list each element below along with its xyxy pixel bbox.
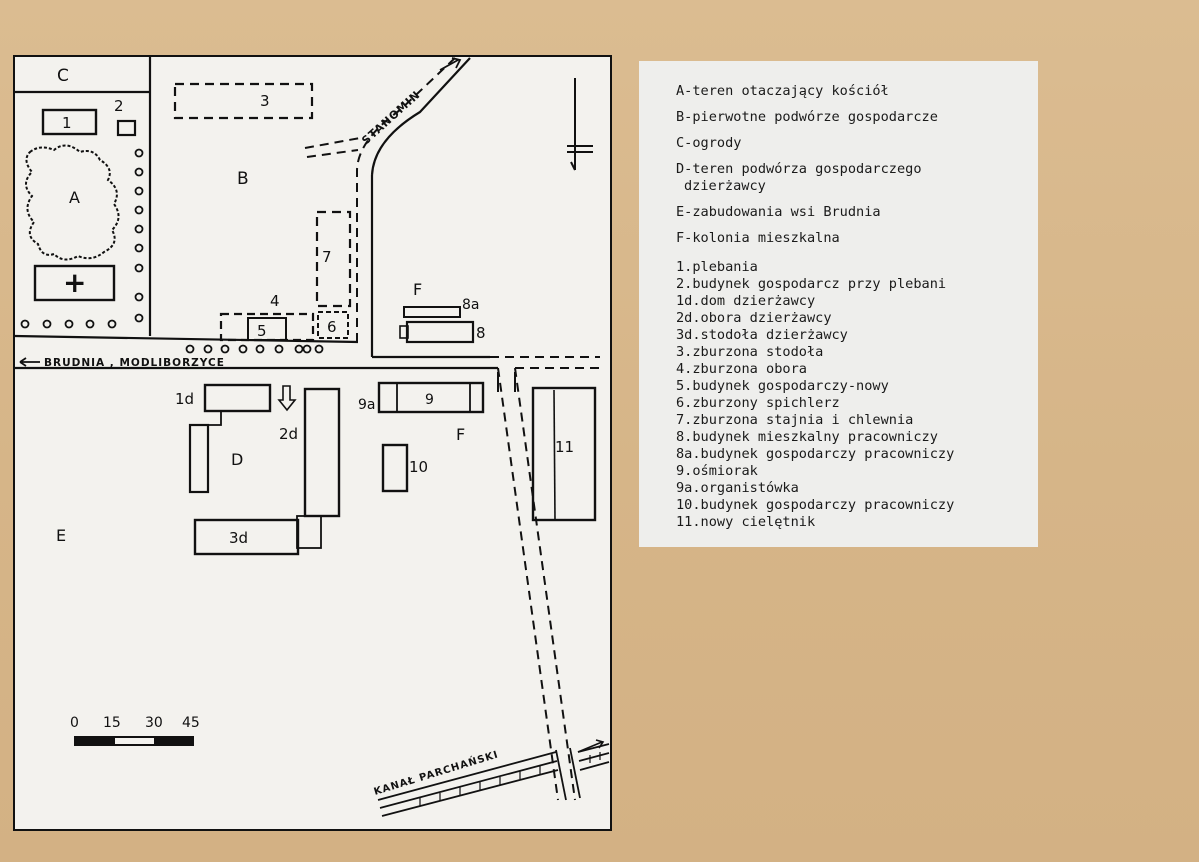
road-south-west-edge xyxy=(497,367,559,801)
brudnia-arrow-icon xyxy=(19,357,40,367)
entrance-arrow xyxy=(277,385,297,412)
legend-category-f: F-kolonia mieszkalna xyxy=(676,230,840,246)
building-11 xyxy=(531,386,597,522)
scale-label-45: 45 xyxy=(182,715,200,731)
legend-category-d: D-teren podwórza gospodarczego xyxy=(676,161,922,177)
church-building xyxy=(33,264,116,302)
building-9 xyxy=(377,381,485,414)
building-3d-label: 3d xyxy=(229,529,248,547)
north-arrow-icon xyxy=(567,78,593,171)
building-7 xyxy=(315,210,352,308)
zone-b-label: B xyxy=(237,169,249,189)
legend-category-d-cont: dzierżawcy xyxy=(684,178,766,194)
map-paper xyxy=(13,55,612,831)
legend-item-8: 8.budynek mieszkalny pracowniczy xyxy=(676,429,938,445)
building-2-label: 2 xyxy=(114,97,124,115)
canal-parchanski xyxy=(377,743,610,817)
legend-item-1: 1.plebania xyxy=(676,259,758,275)
road-brudnia-label: BRUDNIA , MODLIBORZYCE xyxy=(44,357,225,369)
legend-item-3d: 3d.stodoła dzierżawcy xyxy=(676,327,848,343)
legend-item-6: 6.zburzony spichlerz xyxy=(676,395,840,411)
stanomin-arrow-icon xyxy=(439,57,462,71)
plot-boundary xyxy=(497,372,516,392)
legend-item-4: 4.zburzona obora xyxy=(676,361,807,377)
scale-label-30: 30 xyxy=(145,715,163,731)
building-6 xyxy=(317,311,349,339)
legend-item-2: 2.budynek gospodarcz przy plebani xyxy=(676,276,947,292)
legend-category-e: E-zabudowania wsi Brudnia xyxy=(676,204,881,220)
zone-d-label: D xyxy=(231,450,243,469)
building-8a-label: 8a xyxy=(462,297,480,313)
legend-item-5: 5.budynek gospodarczy-nowy xyxy=(676,378,889,394)
building-1d-link xyxy=(208,411,222,426)
legend-category-b: B-pierwotne podwórze gospodarcze xyxy=(676,109,938,125)
zone-f-bottom-label: F xyxy=(456,425,465,444)
building-8-annex xyxy=(399,325,409,339)
road-branch-west xyxy=(304,137,361,149)
building-9-label: 9 xyxy=(425,392,434,408)
road-stanomin-curve xyxy=(370,57,471,176)
building-1-label: 1 xyxy=(62,114,72,132)
building-3d-annex xyxy=(296,515,322,549)
tree-row-bottom xyxy=(20,319,117,329)
building-5-label: 5 xyxy=(257,322,267,340)
scale-bar xyxy=(74,736,194,746)
building-8-label: 8 xyxy=(476,324,486,342)
tree-row-vertical xyxy=(134,148,144,323)
scale-label-15: 15 xyxy=(103,715,121,731)
legend-panel: A-teren otaczający kościół B-pierwotne p… xyxy=(639,61,1038,547)
legend-item-11: 11.nowy cielętnik xyxy=(676,514,816,530)
legend-item-7: 7.zburzona stajnia i chlewnia xyxy=(676,412,914,428)
building-4-label: 4 xyxy=(270,292,280,310)
church-cross-icon: + xyxy=(63,266,86,299)
legend-item-10: 10.budynek gospodarczy pracowniczy xyxy=(676,497,955,513)
legend-item-1d: 1d.dom dzierżawcy xyxy=(676,293,816,309)
legend-category-c: C-ogrody xyxy=(676,135,742,151)
zone-a-label: A xyxy=(69,188,80,207)
building-1d-wing xyxy=(188,423,210,494)
road-stanomin-west-edge xyxy=(356,57,456,342)
zone-e-label: E xyxy=(56,526,66,545)
zone-f-top-label: F xyxy=(413,280,422,299)
road-south-east-edge xyxy=(514,367,576,801)
building-8 xyxy=(405,320,475,344)
building-7-label: 7 xyxy=(322,248,332,266)
building-11-label: 11 xyxy=(555,438,574,456)
zone-c-label: C xyxy=(57,66,69,86)
building-3d xyxy=(193,518,300,556)
legend-item-8a: 8a.budynek gospodarczy pracowniczy xyxy=(676,446,955,462)
scale-label-0: 0 xyxy=(70,715,79,731)
building-1 xyxy=(41,108,98,136)
legend-category-a: A-teren otaczający kościół xyxy=(676,83,889,99)
building-9a-label: 9a xyxy=(358,397,376,413)
building-10-label: 10 xyxy=(409,458,428,476)
building-8a xyxy=(403,306,461,318)
building-3-label: 3 xyxy=(260,92,270,110)
legend-item-2d: 2d.obora dzierżawcy xyxy=(676,310,832,326)
building-6-label: 6 xyxy=(327,318,337,336)
tree-row-road xyxy=(185,344,324,354)
building-2d-label: 2d xyxy=(279,425,298,443)
canal-hatching xyxy=(419,752,601,806)
legend-item-9a: 9a.organistówka xyxy=(676,480,799,496)
legend-item-3: 3.zburzona stodoła xyxy=(676,344,824,360)
building-11-divider xyxy=(553,389,556,521)
canal-flow-arrow-icon xyxy=(577,739,605,753)
legend-item-9: 9.ośmiorak xyxy=(676,463,758,479)
building-1d xyxy=(203,383,272,413)
building-3 xyxy=(173,82,314,120)
building-1d-label: 1d xyxy=(175,390,194,408)
building-10 xyxy=(381,443,409,493)
zone-a-outline xyxy=(25,144,120,261)
building-2 xyxy=(116,119,137,137)
building-2d xyxy=(303,387,341,518)
road-branch-west-2 xyxy=(306,149,359,158)
building-5 xyxy=(247,317,287,341)
